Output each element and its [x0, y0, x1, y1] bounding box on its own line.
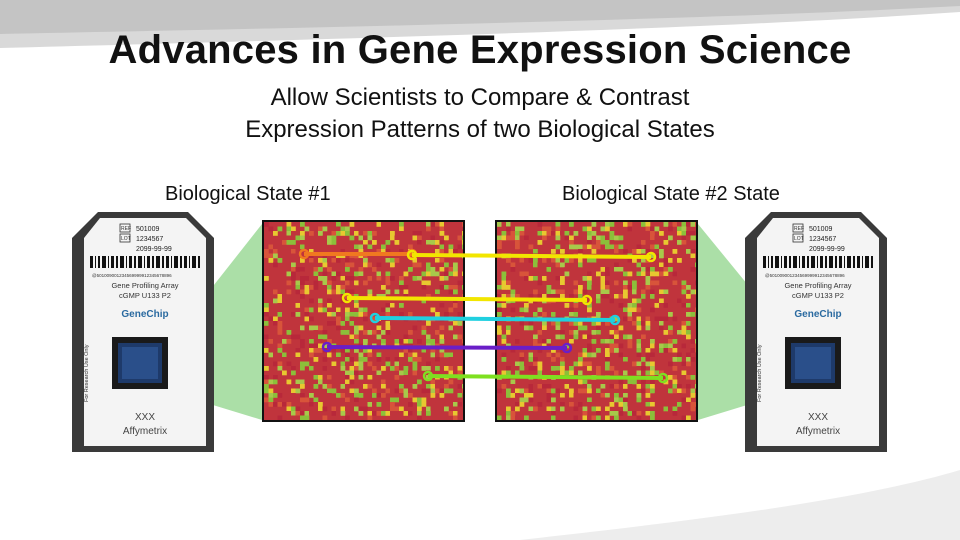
svg-text:2099-99-99: 2099-99-99: [809, 246, 845, 253]
svg-text:XXX: XXX: [135, 412, 155, 423]
svg-text:Gene Profiling Array: Gene Profiling Array: [111, 281, 178, 290]
genechip-cartridge-right: REF LOT 501009 1234567 2099-99-99 @50100…: [743, 210, 889, 455]
svg-text:For Research Use Only: For Research Use Only: [84, 344, 90, 402]
genechip-cartridge-left: REF LOT 501009 1234567 2099-99-99 @50100…: [70, 210, 216, 455]
svg-text:REF: REF: [121, 226, 131, 232]
svg-text:REF: REF: [794, 226, 804, 232]
microarray-state-1: [262, 220, 465, 422]
svg-text:cGMP U133 P2: cGMP U133 P2: [792, 291, 844, 300]
state-2-label: Biological State #2 State: [562, 183, 780, 205]
svg-text:1234567: 1234567: [809, 236, 836, 243]
slide-subtitle-line2: Expression Patterns of two Biological St…: [245, 116, 715, 143]
svg-text:1234567: 1234567: [136, 236, 163, 243]
svg-text:501009: 501009: [809, 226, 832, 233]
svg-text:cGMP U133 P2: cGMP U133 P2: [119, 291, 171, 300]
svg-text:XXX: XXX: [808, 412, 828, 423]
svg-text:@50100900123456999991234567889: @501009001234569999912345678896: [92, 273, 172, 278]
svg-text:Affymetrix: Affymetrix: [796, 426, 840, 437]
svg-text:LOT: LOT: [794, 236, 804, 242]
svg-text:GeneChip: GeneChip: [121, 309, 168, 320]
svg-text:LOT: LOT: [121, 236, 131, 242]
svg-text:GeneChip: GeneChip: [794, 309, 841, 320]
svg-text:Gene Profiling Array: Gene Profiling Array: [784, 281, 851, 290]
svg-text:For Research Use Only: For Research Use Only: [757, 344, 763, 402]
state-1-label: Biological State #1: [165, 183, 331, 205]
slide-subtitle-line1: Allow Scientists to Compare & Contrast: [270, 84, 690, 111]
svg-text:@50100900123456999991234567889: @501009001234569999912345678896: [765, 273, 845, 278]
slide-title: Advances in Gene Expression Science: [108, 28, 852, 72]
svg-text:501009: 501009: [136, 226, 159, 233]
svg-text:Affymetrix: Affymetrix: [123, 426, 167, 437]
svg-text:2099-99-99: 2099-99-99: [136, 246, 172, 253]
microarray-state-2: [495, 220, 698, 422]
